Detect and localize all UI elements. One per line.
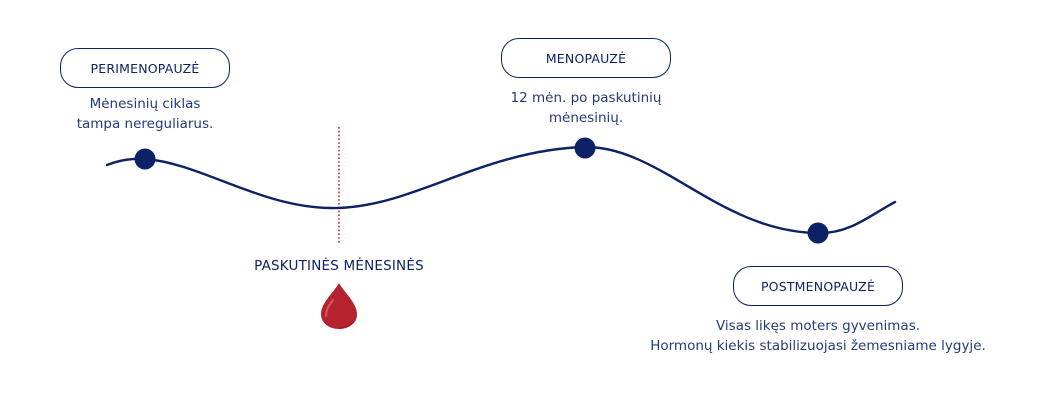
postmenopause-description-line-1: Visas likęs moters gyvenimas. (715, 318, 921, 334)
perimenopause-description-line-1: Mėnesinių ciklas (89, 96, 201, 112)
menopause-description-line-2: mėnesinių. (548, 110, 624, 126)
hormone-level-curve (105, 145, 897, 235)
postmenopause-description-line-2: Hormonų kiekis stabilizuojasi žemesniame… (650, 338, 986, 354)
menopause-description-line-1: 12 mėn. po paskutinių (510, 90, 662, 106)
menopause-marker (574, 137, 596, 159)
perimenopause-description: Mėnesinių ciklas tampa nereguliarus. (45, 94, 245, 134)
last-period-label: PASKUTINĖS MĖNESINĖS (254, 258, 424, 274)
blood-drop-icon (321, 283, 357, 329)
perimenopause-marker (134, 148, 156, 170)
perimenopause-label: PERIMENOPAUZĖ (60, 48, 230, 88)
perimenopause-description-line-2: tampa nereguliarus. (76, 116, 214, 132)
postmenopause-label: POSTMENOPAUZĖ (733, 266, 903, 306)
postmenopause-marker (807, 222, 829, 244)
menopause-label: MENOPAUZĖ (501, 38, 671, 78)
postmenopause-description: Visas likęs moters gyvenimas. Hormonų ki… (618, 316, 1018, 356)
menopause-description: 12 mėn. po paskutinių mėnesinių. (476, 88, 696, 128)
